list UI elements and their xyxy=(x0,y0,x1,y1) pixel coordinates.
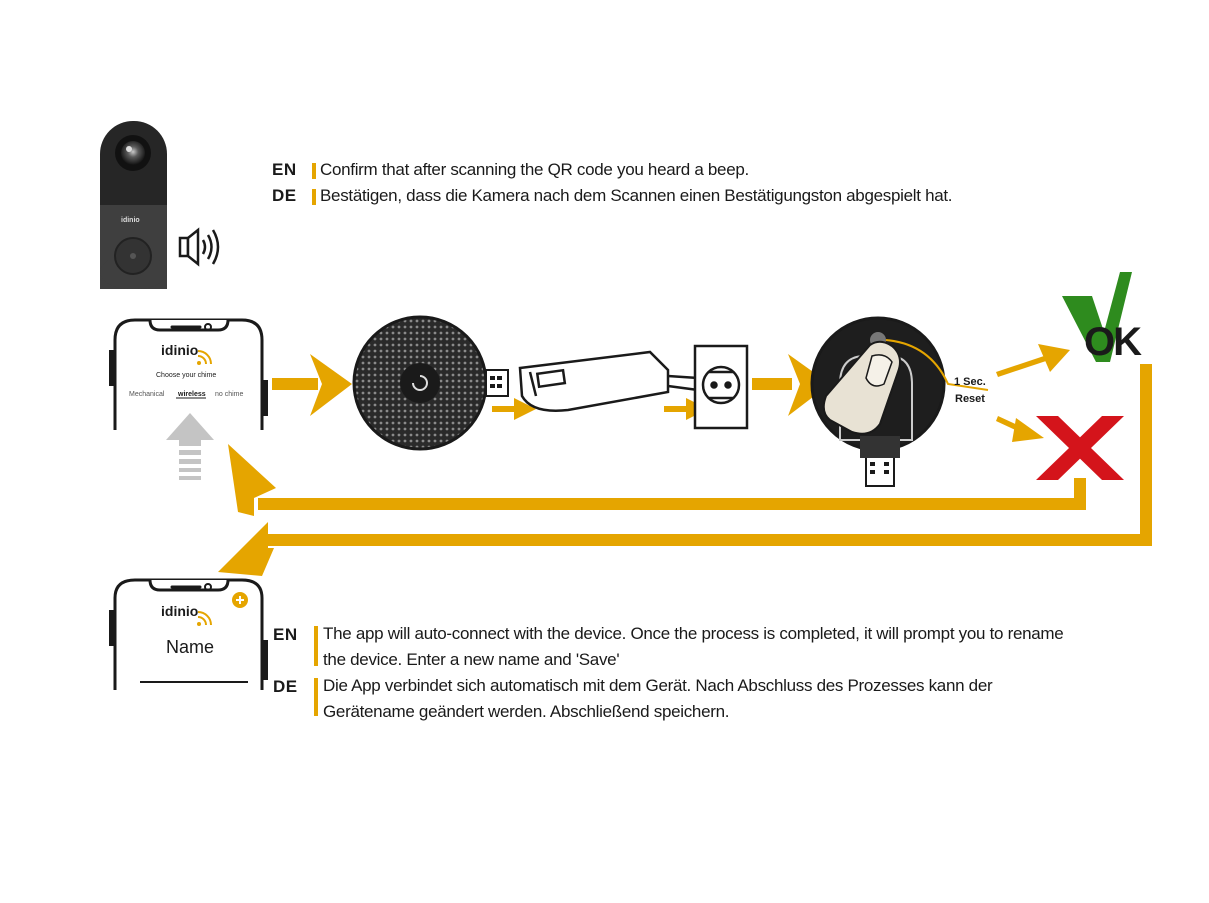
arrow-phone-to-chime xyxy=(272,354,352,416)
step2-en-line2: the device. Enter a new name and 'Save' xyxy=(323,650,620,669)
check-icon xyxy=(1062,272,1132,362)
cross-icon xyxy=(1036,416,1124,480)
step1-de-bar xyxy=(312,189,316,205)
plus-icon xyxy=(232,592,248,608)
step2-en-line1: The app will auto-connect with the devic… xyxy=(323,624,1064,643)
chime-option-wireless[interactable]: wireless xyxy=(178,391,206,398)
loop-arrow-ok xyxy=(218,364,1152,576)
wall-socket xyxy=(693,344,749,430)
loop-arrow-fail xyxy=(228,444,1086,516)
arrow-to-reset xyxy=(752,354,830,416)
reset-label: Reset xyxy=(955,393,985,405)
step1-en-text: Confirm that after scanning the QR code … xyxy=(320,160,749,179)
name-field-label[interactable]: Name xyxy=(166,637,215,657)
chime-device xyxy=(352,315,509,451)
phone1-heading: Choose your chime xyxy=(156,372,217,379)
step2-en-tag: EN xyxy=(273,625,298,644)
ok-label: OK xyxy=(1084,320,1142,364)
step1-en-tag: EN xyxy=(272,160,297,179)
phone-name-screen xyxy=(109,578,268,690)
up-arrow xyxy=(166,413,214,480)
arrow-to-ok xyxy=(996,344,1070,377)
chime-option-no-chime[interactable]: no chime xyxy=(215,391,244,398)
usb-power-adapter xyxy=(518,350,699,412)
speaker-sound-icon xyxy=(178,227,220,267)
step1-de-tag: DE xyxy=(272,186,297,205)
step1-en-bar xyxy=(312,163,316,179)
phone2-brand: idinio xyxy=(161,603,199,619)
reset-device xyxy=(810,316,989,487)
doorbell-camera: idinio xyxy=(100,121,167,289)
step2-de-bar xyxy=(314,678,318,716)
reset-duration: 1 Sec. xyxy=(954,376,986,388)
doorbell-brand: idinio xyxy=(121,217,140,224)
phone1-brand: idinio xyxy=(161,342,199,358)
phone-chime-screen xyxy=(109,318,268,430)
step2-de-line1: Die App verbindet sich automatisch mit d… xyxy=(323,676,993,695)
arrow-small-1 xyxy=(492,398,536,420)
step2-de-tag: DE xyxy=(273,677,298,696)
step2-de-line2: Gerätename geändert werden. Abschließend… xyxy=(323,702,730,721)
arrow-to-fail xyxy=(996,416,1044,442)
step1-de-text: Bestätigen, dass die Kamera nach dem Sca… xyxy=(320,186,953,205)
step2-en-bar xyxy=(314,626,318,666)
chime-option-mechanical[interactable]: Mechanical xyxy=(129,391,165,398)
